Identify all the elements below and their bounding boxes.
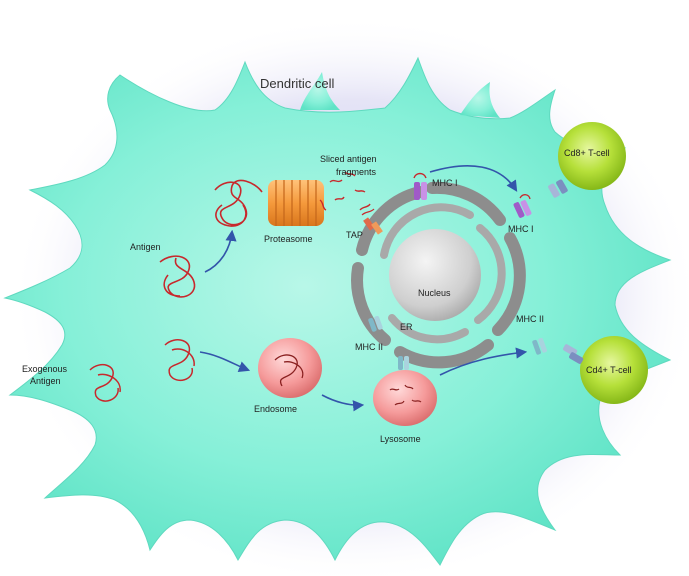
endosome-antigen — [274, 354, 304, 387]
nucleus — [389, 229, 481, 321]
arrow-mhc2-to-surface — [439, 347, 528, 376]
mhc2-er-label: MHC II — [355, 342, 383, 352]
tcr-receptor — [563, 344, 584, 364]
sliced-fragments-label-line1: Sliced antigen — [320, 154, 377, 164]
tcr-receptor — [548, 179, 568, 198]
antigen-label: Antigen — [130, 242, 161, 252]
tap-label: TAP — [346, 230, 363, 240]
cd4-label: Cd4+ T-cell — [586, 365, 632, 375]
lysosome-label: Lysosome — [380, 434, 421, 444]
endosome — [258, 338, 322, 398]
mhc2-lysosome-molecule — [398, 356, 409, 370]
cell-spike — [460, 82, 500, 118]
sliced-fragments-label-line2: fragments — [336, 167, 377, 177]
cd4-tcell — [580, 336, 648, 404]
exogenous-label-line2: Antigen — [30, 376, 61, 386]
arrow-to-lysosome — [321, 394, 365, 412]
exogenous-antigen-tangle — [89, 363, 121, 402]
sliced-fragments — [319, 171, 371, 211]
er-label: ER — [400, 322, 413, 332]
arrow-mhc1-to-surface — [429, 164, 518, 192]
lysosome-fragments — [389, 384, 422, 406]
mhc2-surface-molecule — [532, 337, 547, 355]
mhc1-surface-label: MHC I — [508, 224, 534, 234]
mhc2-surface-label: MHC II — [516, 314, 544, 324]
dendritic-cell-body — [3, 56, 672, 566]
cd8-tcell — [558, 122, 626, 190]
arrow-to-endosome — [199, 351, 251, 373]
mhc2-er-molecule — [368, 315, 383, 332]
proteasome — [268, 180, 324, 226]
cell-title: Dendritic cell — [260, 76, 335, 91]
tap-transporter — [361, 208, 383, 235]
mhc1-er-label: MHC I — [432, 178, 458, 188]
mhc1-surface-molecule — [513, 194, 532, 218]
cell-spike — [300, 72, 340, 110]
exogenous-label-line1: Exogenous — [22, 364, 68, 374]
proteasome-label: Proteasome — [264, 234, 313, 244]
engulfed-antigen-tangle — [164, 339, 195, 382]
endoplasmic-reticulum — [351, 181, 526, 369]
nucleus-label: Nucleus — [418, 288, 451, 298]
lysosome — [373, 370, 437, 426]
arrow-antigen-to-proteasome — [204, 229, 237, 273]
cd8-label: Cd8+ T-cell — [564, 148, 610, 158]
antigen-tangle — [159, 255, 196, 298]
antigen-tangle — [214, 179, 263, 227]
endosome-label: Endosome — [254, 404, 297, 414]
mhc1-er-molecule — [413, 172, 427, 200]
